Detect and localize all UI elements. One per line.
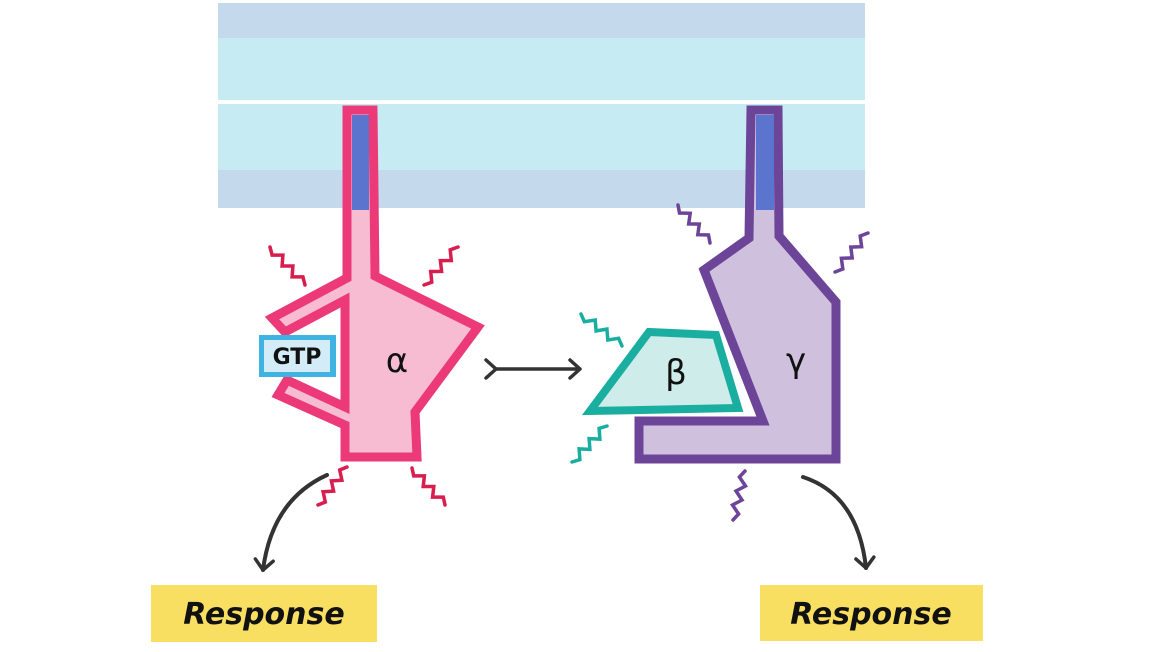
activation-signal-marks (268, 203, 870, 522)
gtp-label: GTP (273, 345, 322, 370)
betagamma-response-arrow (801, 475, 876, 570)
beta-label: β (665, 353, 687, 393)
alpha-subunit: GTP α (259, 105, 485, 462)
signal-squiggle-icon (316, 465, 349, 507)
signal-squiggle-icon (676, 203, 712, 245)
gamma-subunit: γ (634, 105, 841, 464)
signal-squiggle-icon (268, 245, 307, 287)
gamma-membrane-anchor (756, 115, 774, 210)
alpha-membrane-anchor (352, 115, 369, 210)
gamma-label: γ (786, 341, 806, 381)
beta-subunit: β (581, 327, 744, 416)
signal-squiggle-icon (729, 469, 749, 522)
alpha-response-arrow (253, 473, 329, 572)
signal-squiggle-icon (570, 424, 609, 464)
response-box-alpha: Response (151, 585, 377, 642)
alpha-label: α (386, 341, 408, 381)
response-label-betagamma: Response (790, 597, 951, 632)
signal-squiggle-icon (833, 231, 870, 274)
gtp-label-box: GTP (259, 335, 336, 377)
signal-squiggle-icon (579, 312, 624, 348)
response-box-betagamma: Response (760, 585, 983, 641)
response-label-alpha: Response (183, 597, 344, 632)
signal-squiggle-icon (422, 245, 460, 287)
signal-squiggle-icon (410, 466, 447, 507)
